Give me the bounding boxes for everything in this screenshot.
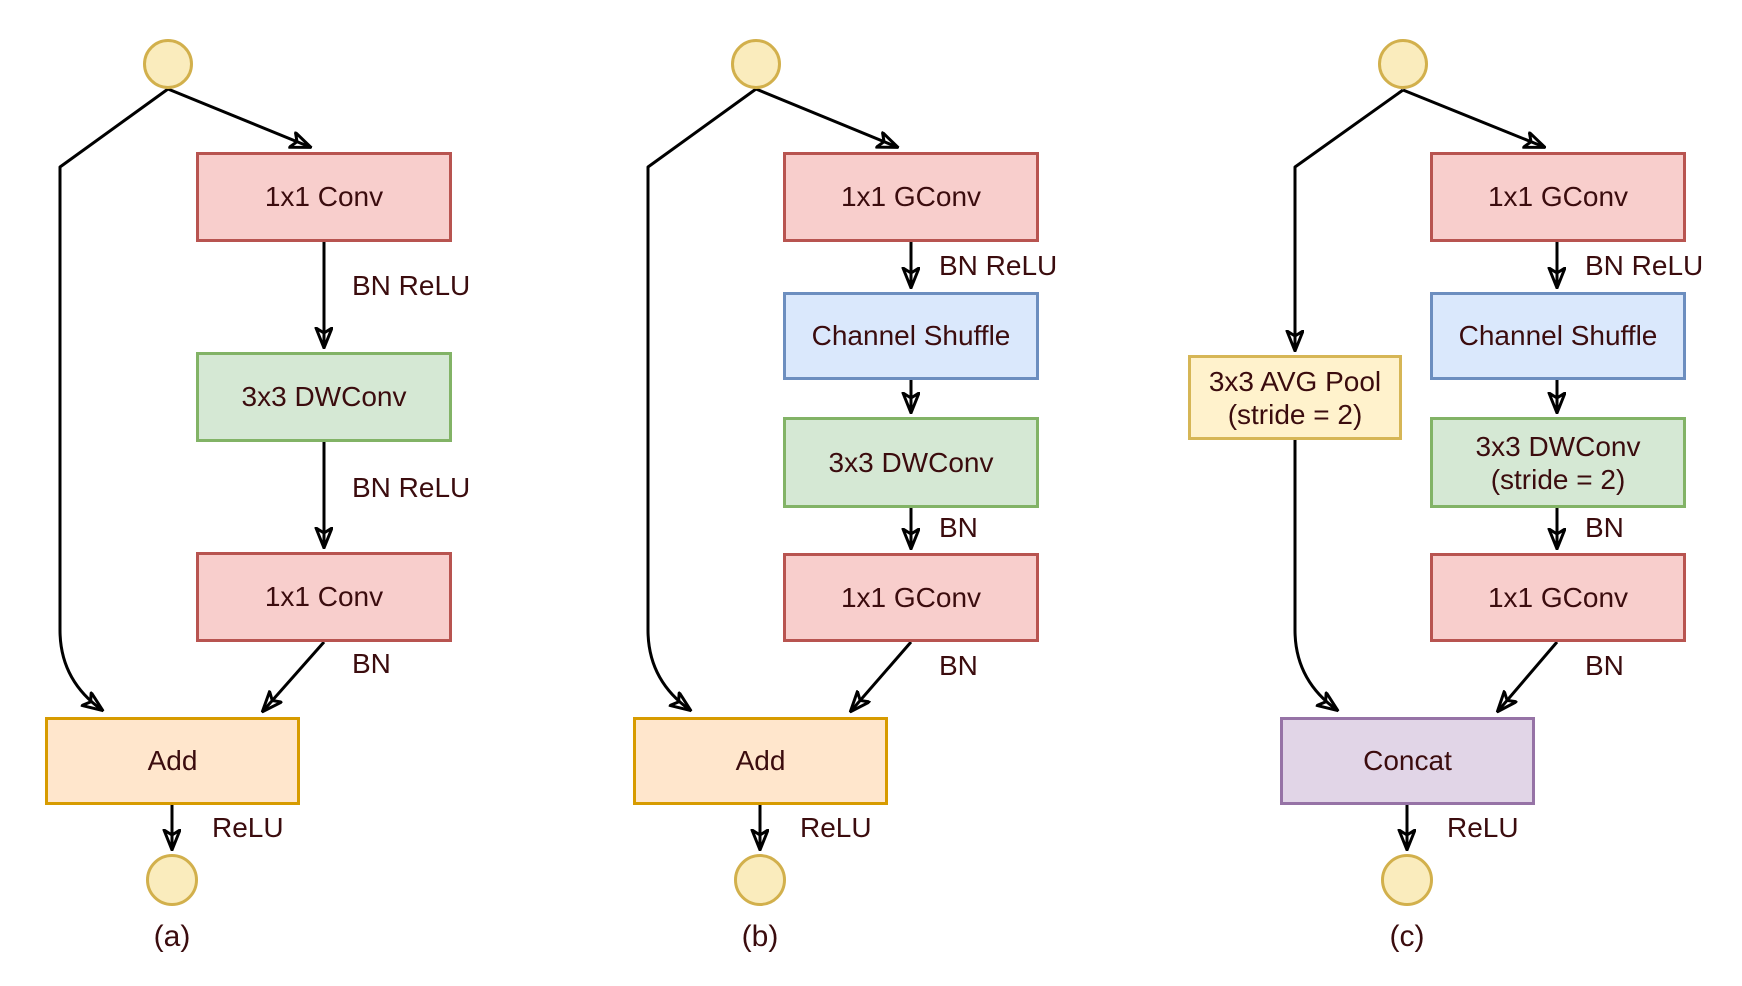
edge-label-c-bn-relu: BN ReLU	[1585, 250, 1704, 281]
node-c-concat: Concat	[1280, 717, 1535, 805]
node-c-dwconv: 3x3 DWConv (stride = 2)	[1430, 417, 1686, 508]
node-label: 1x1 GConv	[840, 181, 982, 212]
node-label: 1x1 GConv	[840, 581, 982, 613]
edge-a-conv2-to-add	[263, 641, 326, 711]
edge-a-shortcut	[58, 87, 169, 710]
edge-a-input-to-conv1	[167, 87, 310, 147]
node-b-channel-shuffle: Channel Shuffle	[783, 292, 1039, 380]
node-label: 3x3 DWConv	[828, 446, 994, 478]
edge-c-gconv2-to-concat	[1498, 641, 1559, 711]
node-b-gconv1: 1x1 GConv	[783, 152, 1039, 242]
node-c-channel-shuffle: Channel Shuffle	[1430, 292, 1686, 380]
node-b-add: Add	[633, 717, 888, 805]
node-label: 1x1 GConv	[1487, 181, 1629, 212]
edge-label-b-bn-relu: BN ReLU	[939, 250, 1058, 281]
node-label: 1x1 Conv	[264, 581, 384, 612]
caption-a: (a)	[153, 920, 191, 953]
edge-b-gconv2-to-add	[851, 641, 913, 711]
node-label: 1x1 GConv	[1487, 581, 1629, 613]
edge-label-c-bn-2: BN	[1585, 650, 1624, 681]
node-b-gconv2: 1x1 GConv	[783, 553, 1039, 642]
node-c-gconv2: 1x1 GConv	[1430, 553, 1686, 642]
node-b-dwconv: 3x3 DWConv	[783, 417, 1039, 508]
edge-c-input-to-gconv1	[1402, 88, 1544, 147]
node-a-conv2: 1x1 Conv	[196, 552, 452, 642]
edge-label-b-bn-1: BN	[939, 512, 978, 543]
edge-c-avgpool-to-concat	[1293, 440, 1337, 710]
edge-label-b-bn-2: BN	[939, 650, 978, 681]
edge-label-a-bn-relu-1: BN ReLU	[352, 270, 471, 301]
node-label: Channel Shuffle	[1458, 320, 1658, 351]
node-label: Add	[735, 745, 786, 776]
node-a-add: Add	[45, 717, 300, 805]
input-node-a	[143, 39, 193, 89]
node-sublabel: (stride = 2)	[1490, 463, 1626, 495]
node-label: 3x3 DWConv	[1475, 430, 1641, 462]
caption-c: (c)	[1389, 920, 1425, 953]
node-label: 1x1 Conv	[264, 181, 384, 212]
node-label: 3x3 DWConv	[241, 381, 407, 412]
node-label: Concat	[1363, 745, 1452, 776]
edge-label-a-bn: BN	[352, 648, 391, 679]
node-c-gconv1: 1x1 GConv	[1430, 152, 1686, 242]
input-node-b	[731, 39, 781, 89]
output-node-c	[1381, 854, 1433, 906]
output-node-b	[734, 854, 786, 906]
edge-label-a-relu: ReLU	[212, 812, 284, 843]
edge-b-input-to-gconv1	[755, 87, 897, 147]
input-node-c	[1378, 39, 1428, 89]
caption-b: (b)	[741, 920, 779, 953]
node-label: Channel Shuffle	[811, 320, 1011, 351]
node-a-conv1: 1x1 Conv	[196, 152, 452, 242]
output-node-a	[146, 854, 198, 906]
node-a-dwconv: 3x3 DWConv	[196, 352, 452, 442]
node-sublabel: (stride = 2)	[1227, 398, 1363, 430]
edge-label-b-relu: ReLU	[800, 812, 872, 843]
edge-label-a-bn-relu-2: BN ReLU	[352, 472, 471, 503]
node-label: Add	[147, 745, 198, 776]
node-label: 3x3 AVG Pool	[1208, 365, 1382, 397]
edge-label-c-relu: ReLU	[1447, 812, 1519, 843]
edge-c-input-to-avgpool	[1295, 88, 1404, 350]
edge-label-c-bn-1: BN	[1585, 512, 1624, 543]
node-c-avg-pool: 3x3 AVG Pool (stride = 2)	[1188, 355, 1402, 440]
edge-b-shortcut	[646, 87, 757, 710]
